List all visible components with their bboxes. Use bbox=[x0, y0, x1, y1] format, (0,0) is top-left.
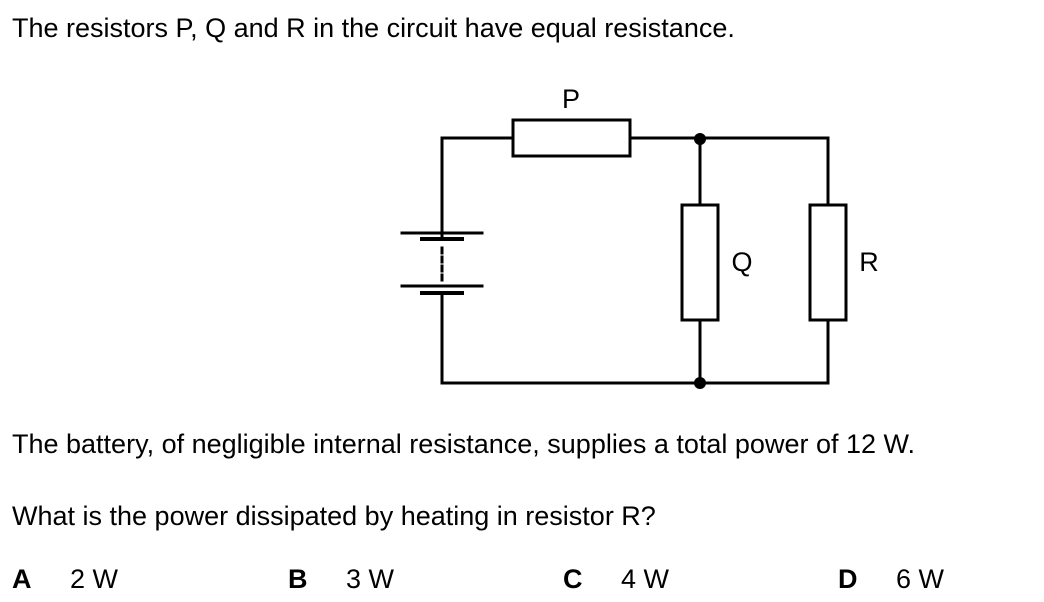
option-b-letter: B bbox=[288, 564, 308, 594]
option-b-value: 3 W bbox=[346, 564, 395, 594]
resistor-r bbox=[808, 203, 848, 322]
option-a-value: 2 W bbox=[70, 564, 119, 594]
option-d-letter: D bbox=[838, 564, 858, 594]
resistor-q bbox=[680, 203, 720, 322]
label-q: Q bbox=[731, 247, 752, 277]
option-c-value: 4 W bbox=[621, 564, 670, 594]
question-prompt: What is the power dissipated by heating … bbox=[12, 501, 656, 531]
label-p: P bbox=[562, 84, 580, 114]
option-c[interactable]: C 4 W bbox=[563, 562, 669, 596]
circuit-diagram: P Q R bbox=[400, 84, 879, 389]
junction-top bbox=[694, 133, 706, 145]
resistor-p bbox=[511, 118, 632, 158]
option-b[interactable]: B 3 W bbox=[288, 562, 394, 596]
option-c-letter: C bbox=[563, 564, 583, 594]
option-d[interactable]: D 6 W bbox=[838, 562, 944, 596]
junction-bottom bbox=[694, 377, 706, 389]
option-d-value: 6 W bbox=[896, 564, 945, 594]
option-a[interactable]: A 2 W bbox=[12, 562, 118, 596]
question-intro: The resistors P, Q and R in the circuit … bbox=[12, 13, 735, 43]
option-a-letter: A bbox=[12, 564, 32, 594]
label-r: R bbox=[859, 247, 879, 277]
question-statement: The battery, of negligible internal resi… bbox=[12, 429, 915, 459]
